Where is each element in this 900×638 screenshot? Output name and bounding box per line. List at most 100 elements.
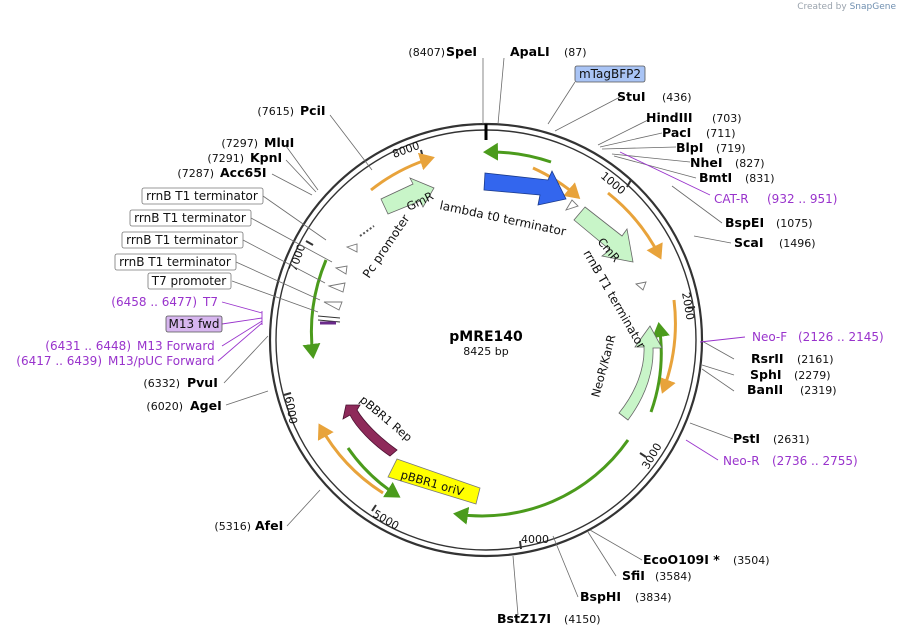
site-name-mlui: MluI (264, 135, 294, 150)
regulatory-glyphs (323, 199, 647, 311)
primer-leaders (217, 151, 746, 461)
site-name-apali: ApaLI (510, 44, 550, 59)
primer-range-neo-r: (2736 .. 2755) (772, 454, 858, 468)
site-name-sphi: SphI (750, 367, 782, 382)
site-name-acc65i: Acc65I (220, 165, 267, 180)
orf-arc-lower-orange (317, 423, 384, 495)
site-name-ecoo109i: EcoO109I * (643, 552, 720, 567)
orf-arc-cmr (607, 191, 663, 260)
site-pos-banii: (2319) (800, 384, 837, 397)
site-name-rsrii: RsrII (751, 351, 784, 366)
site-name-pvui: PvuI (187, 375, 218, 390)
pbbr1rep-arrow (342, 404, 398, 457)
primer-name-neo-r: Neo-R (723, 454, 760, 468)
site-pos-pvui: (6332) (143, 377, 180, 390)
mtagbfp2-arrow (483, 170, 567, 206)
site-name-pcii: PciI (300, 103, 326, 118)
site-name-sfii: SfiI (622, 568, 645, 583)
site-pos-afei: (5316) (214, 520, 251, 533)
neokan-label: NeoR/KanR (588, 333, 618, 399)
site-pos-hindiii: (703) (712, 112, 742, 125)
site-pos-sfii: (3584) (655, 570, 692, 583)
site-pos-bstz17i: (4150) (564, 613, 601, 626)
site-name-kpni: KpnI (250, 150, 282, 165)
tick-label-4000: 4000 (521, 533, 549, 546)
site-pos-agei: (6020) (146, 400, 183, 413)
site-pos-paci: (711) (706, 127, 736, 140)
site-pos-blpi: (719) (716, 142, 746, 155)
site-pos-apali: (87) (564, 46, 587, 59)
primer-range-cat-r: (932 .. 951) (767, 192, 837, 206)
pbbr1rep-label: pBBR1 Rep (357, 393, 415, 445)
pc-promoter-glyph (345, 243, 358, 253)
site-labels-right: (8407) SpeI ApaLI (87) StuI (436) HindII… (408, 44, 836, 626)
m13-marks (317, 315, 341, 323)
site-name-spei: SpeI (446, 44, 477, 59)
leader-lines (223, 57, 735, 616)
orf-arc-neo-green (649, 322, 670, 413)
rrnb-left-glyph-2 (327, 282, 346, 293)
tick-label-2000: 2000 (679, 291, 697, 321)
neokan-arrow (618, 325, 663, 421)
rrnb-box-label-1: rrnB T1 terminator (146, 189, 258, 203)
site-pos-ecoo109i: (3504) (733, 554, 770, 567)
site-name-scai: ScaI (734, 235, 764, 250)
site-pos-spei: (8407) (408, 46, 445, 59)
orf-arc-bfp-green (483, 142, 552, 164)
rrnb-box-label-3: rrnB T1 terminator (126, 233, 238, 247)
site-name-bmti: BmtI (699, 170, 732, 185)
orf-arc-rep-green (453, 439, 630, 525)
site-name-hindiii: HindIII (646, 110, 693, 125)
primer-range-neo-f: (2126 .. 2145) (798, 330, 884, 344)
plasmid-name: pMRE140 (449, 329, 523, 345)
orf-arc-lower-green (346, 447, 401, 498)
t7-promoter-box-label: T7 promoter (151, 274, 227, 288)
site-name-stui: StuI (617, 89, 646, 104)
boxed-labels: mTagBFP2 M13 fwd rrnB T1 terminator rrnB… (114, 65, 646, 333)
site-pos-bsphi: (3834) (635, 591, 672, 604)
site-name-bspei: BspEI (725, 215, 764, 230)
snapgene-brand: SnapGene (849, 2, 896, 12)
tick-marks (283, 149, 696, 550)
site-pos-bspei: (1075) (776, 217, 813, 230)
credit-prefix: Created by (797, 2, 847, 12)
site-pos-nhei: (827) (735, 157, 765, 170)
site-labels-left: (5316) AfeI (6020) AgeI (6332) PvuI (761… (143, 103, 325, 533)
orf-arc-gmr (370, 152, 435, 192)
tick-label-8000: 8000 (391, 139, 422, 161)
site-pos-acc65i: (7287) (177, 167, 214, 180)
plasmid-size: 8425 bp (463, 345, 508, 358)
site-pos-rsrii: (2161) (797, 353, 834, 366)
site-pos-scai: (1496) (779, 237, 816, 250)
site-pos-pcii: (7615) (257, 105, 294, 118)
site-name-paci: PacI (662, 125, 691, 140)
tick-label-6000: 6000 (282, 395, 300, 425)
site-name-bstz17i: BstZ17I (497, 611, 551, 626)
primer-name-m13puc: M13/pUC Forward (108, 354, 215, 368)
primer-range-t7: (6458 .. 6477) (111, 295, 197, 309)
gmr-arrow (380, 177, 435, 215)
rrnb-left-glyph-1 (334, 265, 348, 275)
orf-arc-left-green (302, 259, 328, 359)
site-pos-bmti: (831) (745, 172, 775, 185)
site-pos-sphi: (2279) (794, 369, 831, 382)
site-name-banii: BanII (747, 382, 783, 397)
site-name-agei: AgeI (190, 398, 222, 413)
orf-arcs (302, 142, 677, 525)
rrnb-left-glyph-3 (323, 301, 343, 311)
site-name-blpi: BlpI (676, 140, 703, 155)
site-pos-stui: (436) (662, 91, 692, 104)
tick-label-5000: 5000 (371, 507, 402, 532)
lambda-terminator-label: lambda t0 terminator (438, 198, 567, 238)
mtagbfp2-box-label: mTagBFP2 (579, 67, 641, 81)
primer-range-m13puc: (6417 .. 6439) (16, 354, 102, 368)
primer-name-m13f: M13 Forward (137, 339, 215, 353)
primer-name-neo-f: Neo-F (752, 330, 787, 344)
site-name-psti: PstI (733, 431, 760, 446)
hatched-feature (359, 225, 375, 237)
site-pos-psti: (2631) (773, 433, 810, 446)
rrnb-box-label-4: rrnB T1 terminator (119, 255, 231, 269)
m13fwd-box-label: M13 fwd (169, 317, 220, 331)
